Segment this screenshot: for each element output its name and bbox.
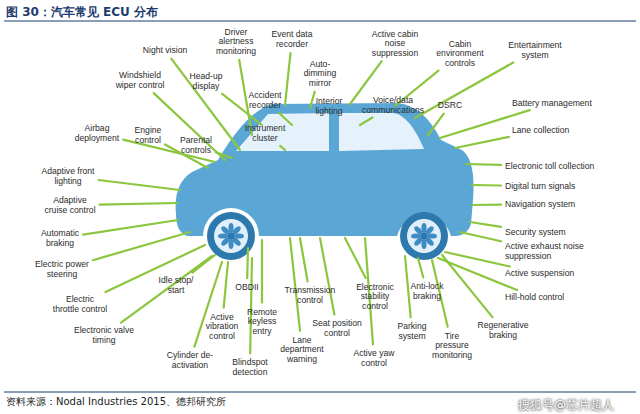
ecu-label: Automatic braking: [34, 229, 86, 248]
leader-line: [405, 256, 411, 317]
leader-line: [290, 238, 300, 331]
ecu-label: Electric throttle control: [52, 295, 108, 314]
leader-line: [83, 220, 178, 235]
ecu-label: Voice/data communications: [362, 96, 424, 115]
leader-line: [93, 232, 190, 260]
leader-line: [279, 113, 292, 125]
ecu-label: Lane department warning: [278, 336, 326, 365]
ecu-label: Hill-hold control: [505, 293, 615, 303]
ecu-label: Adaptive cruise control: [42, 196, 98, 215]
ecu-label: Airbag deployment: [71, 124, 123, 143]
ecu-label: Navigation system: [505, 200, 615, 210]
leader-line: [418, 258, 423, 278]
leader-line: [285, 53, 291, 105]
ecu-label: Electronic stability control: [348, 283, 402, 312]
leader-line: [466, 163, 501, 166]
wheel-hub: [228, 233, 235, 240]
ecu-label: Cabin environment controls: [435, 40, 485, 69]
leader-line: [460, 232, 501, 241]
leader-line: [99, 180, 181, 190]
caption-rule: [4, 392, 636, 393]
ecu-label: Windshield wiper control: [112, 71, 168, 90]
rear-wheel: [400, 212, 448, 260]
ecu-label: Seat position control: [310, 319, 364, 338]
ecu-label: Security system: [505, 228, 615, 238]
ecu-label: Anti-lock braking: [405, 282, 449, 301]
ecu-label: Regenerative braking: [468, 321, 538, 340]
ecu-label: Active vibration control: [200, 313, 244, 342]
wheel-petal: [421, 223, 426, 233]
leader-line: [246, 248, 249, 278]
wheel-hub: [421, 233, 428, 240]
ecu-label: DSRC: [435, 101, 465, 111]
ecu-label: Active yaw control: [350, 349, 398, 368]
leader-line: [345, 238, 366, 278]
ecu-label: Lane collection: [512, 126, 602, 136]
leader-line: [472, 184, 501, 187]
leader-line: [470, 222, 501, 227]
ecu-label: Interior lighting: [307, 97, 351, 116]
figure-title: 图 30：汽车常见 ECU 分布: [6, 4, 158, 21]
ecu-label: Accident recorder: [243, 91, 287, 110]
ecu-label: Electric power steering: [34, 260, 90, 279]
wheel-petal: [411, 233, 421, 238]
leader-line: [216, 152, 232, 158]
ecu-label: Parental controls: [174, 136, 218, 155]
leader-line: [310, 92, 315, 108]
ecu-label: Electronic valve timing: [73, 326, 135, 345]
ecu-label: Active suspension: [505, 269, 615, 279]
ecu-label: Auto-dimming mirror: [297, 60, 343, 89]
ecu-label: Event data recorder: [268, 30, 316, 49]
ecu-label: Head-up display: [184, 72, 228, 91]
ecu-label: Entertainment system: [505, 41, 565, 60]
ecu-label: Adaptive front lighting: [40, 167, 96, 186]
title-rule: [4, 21, 636, 22]
watermark: 搜狐号@芯片超人: [501, 398, 631, 412]
ecu-label: Night vision: [135, 46, 195, 56]
leader-line: [280, 146, 285, 150]
leader-line: [261, 240, 263, 303]
leader-line: [428, 114, 444, 135]
ecu-label: Engine control: [128, 126, 168, 145]
ecu-label: Active exhaust noise suppression: [505, 242, 595, 261]
ecu-label: Idle stop/ start: [158, 276, 194, 295]
leader-line: [442, 255, 492, 317]
leader-line: [455, 137, 509, 148]
leader-line: [360, 118, 373, 126]
ecu-label: Transmission control: [281, 286, 339, 305]
source-caption: 资料来源：Nodal Industries 2015、德邦研究所: [6, 395, 226, 409]
leader-line: [250, 258, 252, 353]
ecu-label: Battery management: [512, 99, 602, 109]
wheel-petal: [427, 233, 437, 238]
leader-line: [415, 63, 513, 119]
wheel-petal: [421, 239, 426, 249]
ecu-label: Electronic toll collection: [505, 162, 615, 172]
wheel-petal: [228, 223, 233, 233]
ecu-label: OBDII: [229, 283, 265, 293]
ecu-label: Tire pressure monitoring: [432, 332, 472, 361]
ecu-label: Driver alertness monitoring: [206, 28, 266, 57]
rear-window: [339, 113, 424, 151]
ecu-label: Cylinder de-activation: [160, 351, 220, 370]
wheel-petal: [218, 233, 228, 238]
leader-line: [300, 238, 308, 282]
wheel-petal: [234, 233, 244, 238]
leader-line: [100, 203, 178, 205]
ecu-label: Instrument cluster: [241, 124, 289, 143]
leader-line: [472, 204, 501, 207]
ecu-label: Active cabin noise suppression: [367, 30, 423, 59]
leader-line: [121, 256, 212, 323]
leader-line: [224, 262, 228, 308]
ecu-label: Blindspot detection: [224, 358, 276, 377]
ecu-label: Parking system: [392, 322, 432, 341]
wheel-petal: [228, 239, 233, 249]
ecu-label: Digital turn signals: [505, 182, 615, 192]
ecu-label: Remote keyless entry: [242, 308, 282, 337]
